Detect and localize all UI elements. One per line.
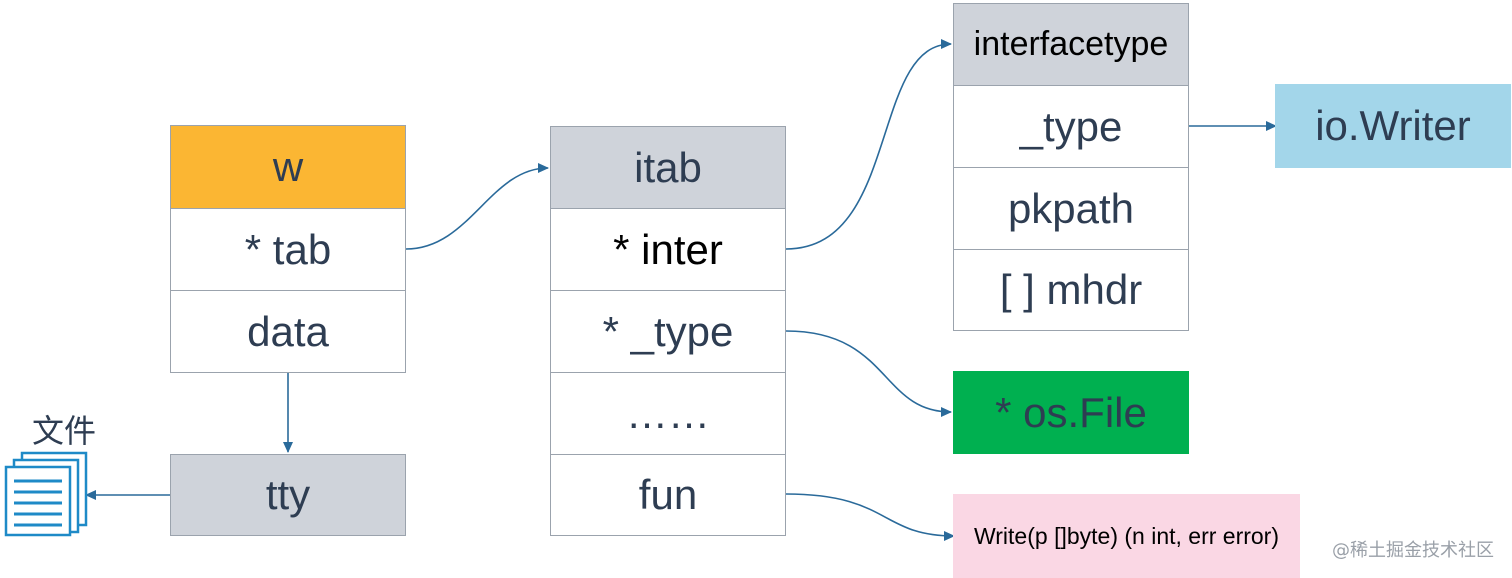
arrow-tab-to-itab <box>405 163 549 250</box>
itab-field-ellipsis: …… <box>550 372 786 455</box>
file-label: 文件 <box>32 412 97 450</box>
interfacetype-field-type: _type <box>953 85 1189 168</box>
itab-field-type: * _type <box>550 290 786 373</box>
arrow-inter-to-interfacetype <box>785 39 952 250</box>
write-signature-box: Write(p []byte) (n int, err error) <box>953 494 1300 578</box>
document-stack-icon <box>4 451 88 537</box>
tty-box: tty <box>170 454 406 536</box>
arrow-type-to-osfile <box>785 330 952 417</box>
w-field-data: data <box>170 290 406 373</box>
io-writer-box: io.Writer <box>1275 84 1511 168</box>
watermark: @稀土掘金技术社区 <box>1332 540 1494 561</box>
interfacetype-field-mhdr: [ ] mhdr <box>953 249 1189 331</box>
arrow-fun-to-write <box>785 493 955 541</box>
itab-header: itab <box>550 126 786 209</box>
os-file-box: * os.File <box>953 371 1189 454</box>
w-header: w <box>170 125 406 209</box>
w-field-tab: * tab <box>170 208 406 291</box>
itab-field-fun: fun <box>550 454 786 536</box>
interfacetype-header: interfacetype <box>953 3 1189 86</box>
itab-field-inter: * inter <box>550 208 786 291</box>
interfacetype-field-pkpath: pkpath <box>953 167 1189 250</box>
